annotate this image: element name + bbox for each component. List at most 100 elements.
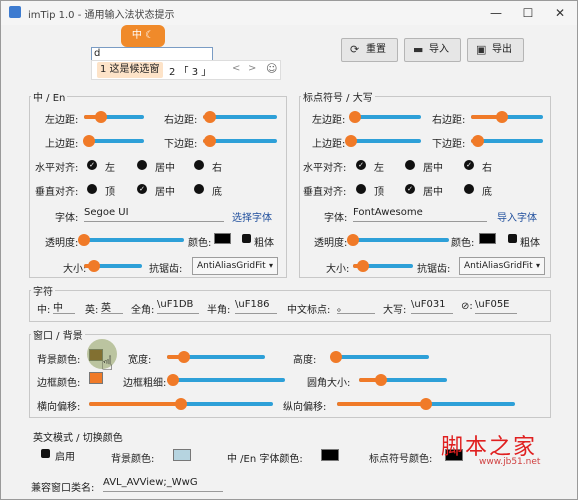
ime-test-input[interactable]: d bbox=[91, 47, 213, 61]
cn-halign-right-label: 右 bbox=[212, 163, 222, 174]
title-bar: imTip 1.0 - 通用输入法状态提示 — ☐ ✕ bbox=[1, 1, 577, 25]
group-en-mode-title: 英文模式 / 切换颜色 bbox=[31, 429, 125, 444]
group-chars bbox=[29, 290, 551, 322]
cn-aa-select[interactable]: AntiAliasGridFit▾ bbox=[192, 257, 278, 275]
cn-right-margin-slider[interactable] bbox=[203, 110, 277, 124]
punc-valign-bottom-radio[interactable] bbox=[464, 184, 474, 194]
punc-aa-select[interactable]: AntiAliasGridFit▾ bbox=[459, 257, 545, 275]
cn-halign-center-radio[interactable] bbox=[137, 160, 147, 170]
bg-height-slider[interactable] bbox=[329, 350, 429, 364]
punc-opacity-slider[interactable] bbox=[347, 233, 449, 247]
bg-color-swatch[interactable] bbox=[89, 349, 103, 361]
cn-opacity-label: 透明度: bbox=[45, 238, 79, 249]
cn-opacity-slider[interactable] bbox=[78, 233, 184, 247]
watermark-logo: 脚本之家 bbox=[441, 435, 538, 460]
cn-left-margin-slider[interactable] bbox=[84, 110, 144, 124]
punc-color-swatch[interactable] bbox=[479, 233, 496, 244]
bg-color-label: 背景颜色: bbox=[37, 355, 81, 366]
chevron-down-icon: ▾ bbox=[268, 261, 273, 270]
cn-valign-top-radio[interactable] bbox=[87, 184, 97, 194]
radius-slider[interactable] bbox=[359, 373, 447, 387]
punc-bold-label: 粗体 bbox=[520, 238, 540, 249]
border-width-slider[interactable] bbox=[167, 373, 285, 387]
maximize-button[interactable]: ☐ bbox=[522, 6, 534, 20]
cn-choose-font-button[interactable]: 选择字体 bbox=[232, 213, 272, 224]
punc-halign-center-radio[interactable] bbox=[405, 160, 415, 170]
cn-top-margin-slider[interactable] bbox=[82, 134, 144, 148]
hand-cursor-icon: ☝ bbox=[101, 351, 114, 375]
bg-width-label: 宽度: bbox=[128, 355, 152, 366]
watermark-url: www.jb51.net bbox=[479, 457, 541, 467]
punc-left-margin-slider[interactable] bbox=[348, 110, 421, 124]
minimize-button[interactable]: — bbox=[490, 6, 502, 20]
punc-import-font-button[interactable]: 导入字体 bbox=[497, 213, 537, 224]
en-font-color-swatch[interactable] bbox=[321, 449, 339, 461]
group-cn-en bbox=[29, 96, 287, 278]
char-off-field[interactable]: \uF05E bbox=[475, 299, 517, 314]
cn-font-field[interactable]: Segoe UI bbox=[84, 207, 224, 222]
char-caps-field[interactable]: \uF031 bbox=[411, 299, 453, 314]
bg-width-slider[interactable] bbox=[167, 350, 265, 364]
border-color-swatch[interactable] bbox=[89, 372, 103, 384]
prev-page-icon[interactable]: < bbox=[232, 63, 241, 74]
cn-valign-bottom-radio[interactable] bbox=[194, 184, 204, 194]
cn-bottom-margin-label: 下边距: bbox=[164, 139, 198, 150]
export-button[interactable]: ▣导出 bbox=[467, 38, 524, 62]
cn-valign-label: 垂直对齐: bbox=[35, 187, 79, 198]
punc-font-label: 字体: bbox=[324, 213, 348, 224]
punc-bottom-margin-label: 下边距: bbox=[432, 139, 466, 150]
border-color-label: 边框颜色: bbox=[37, 378, 81, 389]
en-punc-color-swatch[interactable] bbox=[445, 449, 463, 461]
compat-field[interactable]: AVL_AVView;_WwG bbox=[103, 477, 223, 492]
group-window-bg-title: 窗口 / 背景 bbox=[31, 327, 85, 342]
cn-size-slider[interactable] bbox=[84, 259, 142, 273]
cn-halign-right-radio[interactable] bbox=[194, 160, 204, 170]
char-en-field[interactable]: 英 bbox=[101, 299, 123, 314]
cn-halign-left-radio[interactable]: ✓ bbox=[87, 160, 97, 170]
punc-aa-value: AntiAliasGridFit bbox=[464, 261, 533, 271]
punc-right-margin-slider[interactable] bbox=[471, 110, 543, 124]
punc-bottom-margin-slider[interactable] bbox=[471, 134, 543, 148]
reset-button[interactable]: ⟳重置 bbox=[341, 38, 398, 62]
char-full-field[interactable]: \uF1DB bbox=[157, 299, 199, 314]
punc-valign-middle-radio[interactable]: ✓ bbox=[405, 184, 415, 194]
cn-top-margin-label: 上边距: bbox=[45, 139, 79, 150]
punc-valign-top-radio[interactable] bbox=[356, 184, 366, 194]
cn-bold-label: 粗体 bbox=[254, 238, 274, 249]
punc-top-margin-slider[interactable] bbox=[345, 134, 421, 148]
emoji-icon[interactable]: ☺ bbox=[266, 62, 278, 75]
char-zh-label: 中: bbox=[37, 305, 51, 316]
punc-halign-right-radio[interactable]: ✓ bbox=[464, 160, 474, 170]
cn-bottom-margin-slider[interactable] bbox=[203, 134, 277, 148]
punc-bold-checkbox[interactable] bbox=[508, 234, 517, 243]
char-half-field[interactable]: \uF186 bbox=[235, 299, 277, 314]
cn-valign-middle-radio[interactable]: ✓ bbox=[137, 184, 147, 194]
char-half-label: 半角: bbox=[207, 305, 231, 316]
candidate-window: 1 这是候选窗 2 「 3 」 < > ☺ bbox=[91, 60, 281, 80]
en-mode-enable-checkbox[interactable] bbox=[41, 449, 50, 458]
import-button[interactable]: ▬导入 bbox=[404, 38, 461, 62]
x-offset-slider[interactable] bbox=[89, 397, 273, 411]
candidate-others[interactable]: 2 「 3 」 bbox=[169, 67, 212, 78]
char-punc-label: 中文标点: bbox=[287, 305, 331, 316]
punc-halign-right-label: 右 bbox=[482, 163, 492, 174]
cn-color-label: 颜色: bbox=[188, 238, 212, 249]
group-punc-caps bbox=[299, 96, 551, 278]
en-bg-color-swatch[interactable] bbox=[173, 449, 191, 461]
candidate-highlighted[interactable]: 1 这是候选窗 bbox=[97, 62, 163, 78]
app-icon bbox=[9, 6, 21, 18]
next-page-icon[interactable]: > bbox=[248, 63, 257, 74]
cn-bold-checkbox[interactable] bbox=[242, 234, 251, 243]
char-zh-field[interactable]: 中 bbox=[53, 299, 75, 314]
cn-aa-label: 抗锯齿: bbox=[149, 264, 183, 275]
y-offset-slider[interactable] bbox=[337, 397, 515, 411]
border-width-label: 边框粗细: bbox=[123, 378, 167, 389]
char-en-label: 英: bbox=[85, 305, 99, 316]
punc-font-field[interactable]: FontAwesome bbox=[353, 207, 487, 222]
punc-halign-left-radio[interactable]: ✓ bbox=[356, 160, 366, 170]
cn-color-swatch[interactable] bbox=[214, 233, 231, 244]
reset-label: 重置 bbox=[366, 44, 386, 55]
close-button[interactable]: ✕ bbox=[554, 6, 566, 20]
char-punc-field[interactable]: 。 bbox=[337, 299, 375, 314]
punc-size-slider[interactable] bbox=[353, 259, 413, 273]
